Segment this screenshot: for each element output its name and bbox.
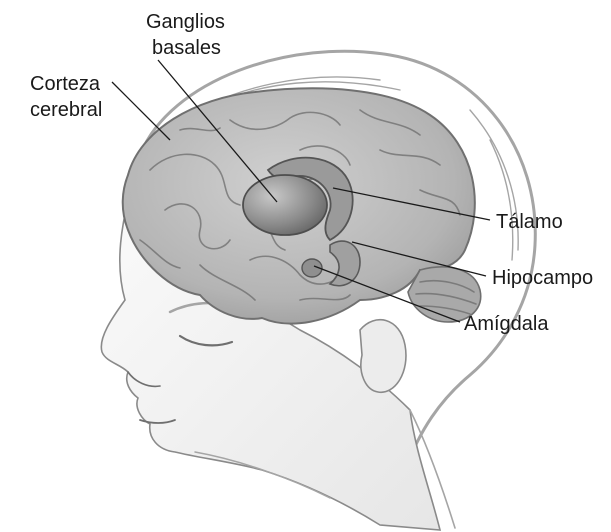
label-hippocampus: Hipocampo	[492, 267, 593, 289]
basal-ganglia	[243, 175, 327, 235]
label-cortex-line2: cerebral	[30, 99, 102, 121]
label-basal-ganglia: Ganglios basales	[146, 11, 231, 59]
label-cortex-line1: Corteza	[30, 73, 101, 95]
ear	[360, 320, 406, 393]
label-cortex: Corteza cerebral	[30, 73, 106, 121]
leader-cortex	[112, 82, 170, 140]
label-basal-ganglia-line1: Ganglios	[146, 11, 225, 33]
label-thalamus: Tálamo	[496, 211, 563, 233]
label-amygdala: Amígdala	[464, 313, 549, 335]
label-basal-ganglia-line2: basales	[152, 37, 221, 59]
